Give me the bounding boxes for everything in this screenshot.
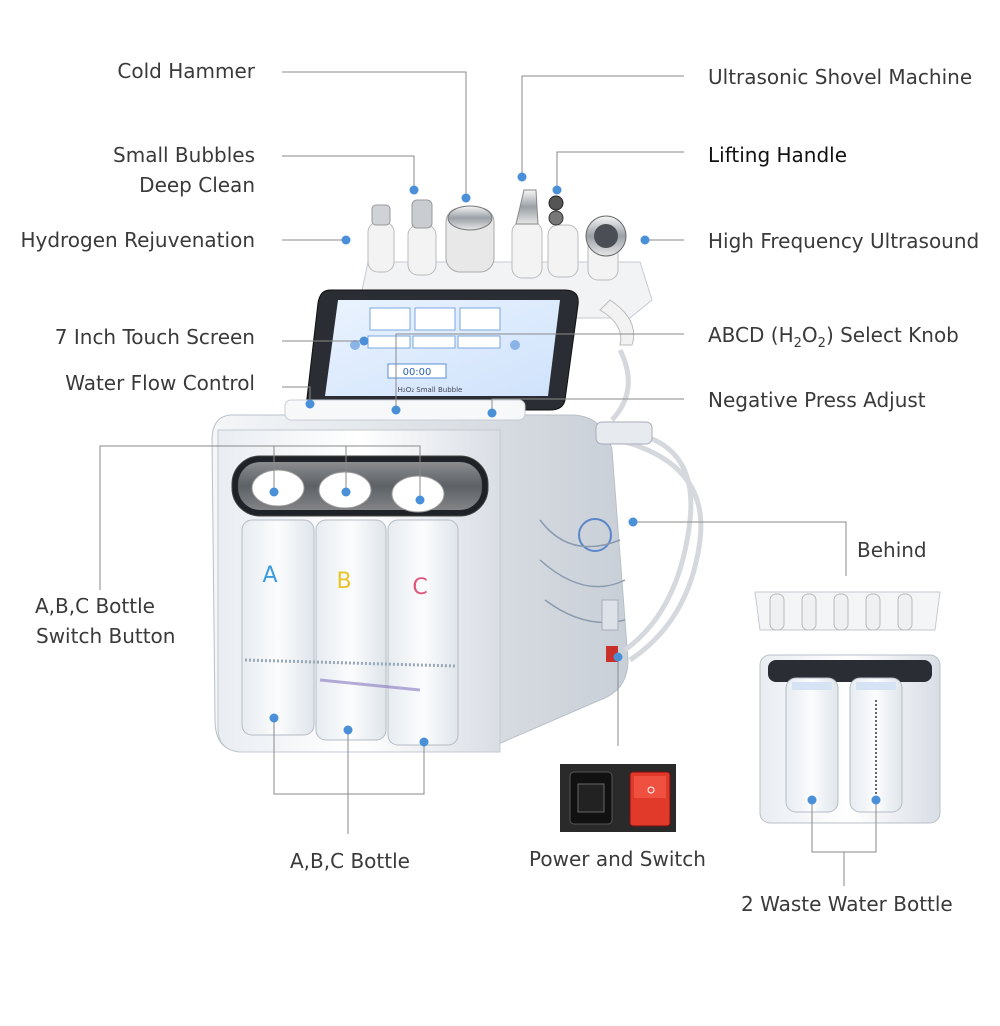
abcd-suffix: ) Select Knob [825,323,959,347]
screen-timer: 00:00 [403,367,432,378]
label-ultrasonic-shovel: Ultrasonic Shovel Machine [708,65,973,89]
power-switch-photo [560,764,676,832]
label-hydrogen-rejuvenation: Hydrogen Rejuvenation [20,228,255,252]
behind-view [754,591,941,824]
abcd-sub2: 2 [817,336,826,351]
label-power-switch: Power and Switch [529,847,706,871]
leader-dots [269,172,881,805]
label-abcd-knob: ABCD (H2O2) Select Knob [708,320,959,359]
touch-screen: 00:00 H₂O₂ Small Bubble [306,289,579,411]
label-small-bubbles-2: Deep Clean [139,173,255,197]
high-frequency-handpiece [585,215,627,281]
label-lifting-handle: Lifting Handle [708,143,848,167]
abcd-prefix: ABCD (H [708,323,794,347]
abcd-mid: O [801,323,818,347]
cold-hammer-handpiece [445,205,495,273]
hose-connector [595,421,653,445]
label-small-bubbles-1: Small Bubbles [113,143,255,167]
label-high-frequency: High Frequency Ultrasound [708,229,980,253]
screen-mode: H₂O₂ Small Bubble [398,386,463,394]
small-bubbles-handpiece [407,199,437,276]
machine-body: A B C [211,399,629,753]
label-abc-switch-1: A,B,C Bottle [35,594,155,618]
label-abc-bottle: A,B,C Bottle [290,849,410,873]
label-abc-switch-2: Switch Button [36,624,176,648]
bottle-b-letter: B [336,569,351,594]
bottle-a-letter: A [262,563,277,588]
label-negative-press: Negative Press Adjust [708,388,926,412]
hydrogen-handpiece [367,204,395,273]
label-touch-screen: 7 Inch Touch Screen [54,325,255,349]
label-water-flow: Water Flow Control [65,371,255,395]
label-waste-bottle: 2 Waste Water Bottle [741,892,953,916]
leader-lines [99,71,877,886]
ultrasonic-shovel-handpiece [511,189,543,279]
abcd-sub1: 2 [793,336,802,351]
lifting-handle-handpiece [547,195,579,278]
bottle-c-letter: C [412,575,427,600]
label-behind: Behind [857,538,927,562]
label-cold-hammer: Cold Hammer [117,59,255,83]
